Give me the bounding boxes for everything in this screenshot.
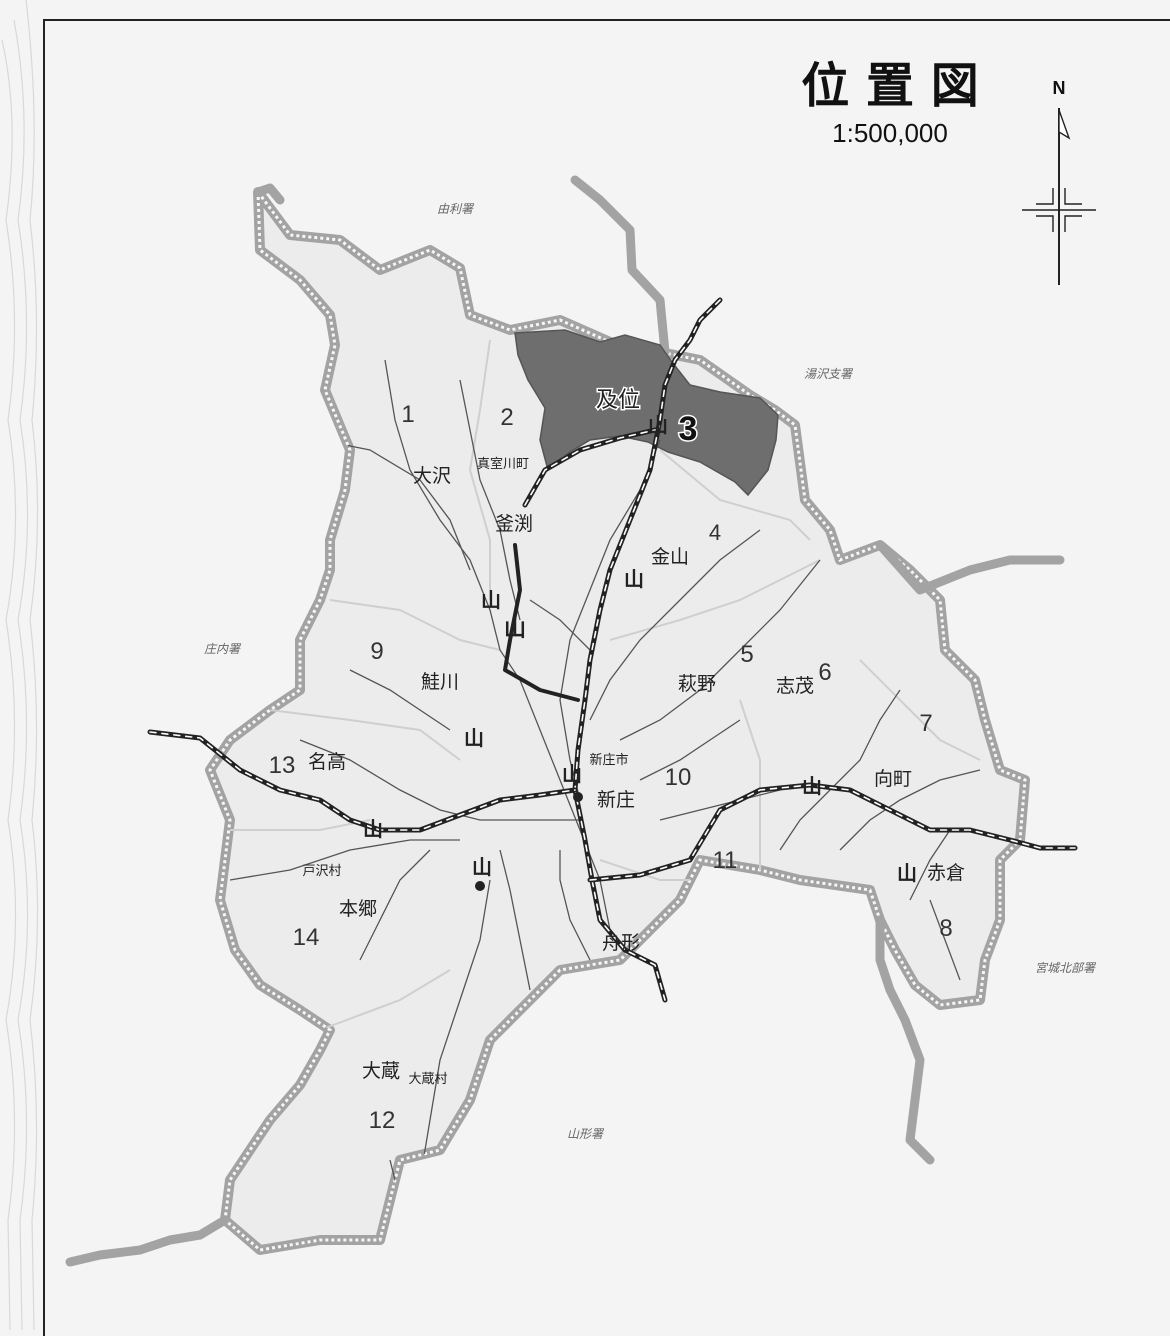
district-6: 6 (818, 659, 831, 686)
district-8: 8 (939, 915, 952, 942)
place-sakegawa: 鮭川 (421, 671, 459, 693)
office-symbol-icon: 山 (464, 726, 484, 750)
office-symbol-icon: 山 (897, 861, 917, 885)
district-13: 13 (269, 752, 296, 779)
district-9: 9 (370, 638, 383, 665)
office-symbol-icon: 山 (472, 855, 492, 879)
map-scale: 1:500,000 (832, 118, 948, 148)
office-yuri: 由利署 (437, 202, 475, 216)
district-1: 1 (401, 401, 414, 428)
office-symbol-icon: 山 (802, 774, 822, 798)
district-7: 7 (919, 710, 932, 737)
district-4: 4 (709, 520, 721, 545)
place-oizumi: 及位 (596, 388, 640, 413)
neighbor-borders (65, 175, 1065, 1267)
contour-texture (1, 0, 39, 1331)
office-symbols: 山 山 山 山 山 山 山 山 山 山 (363, 413, 917, 885)
district-numbers: 1 2 3 4 5 6 7 8 9 10 11 12 13 14 (269, 401, 953, 1134)
place-osawa: 大沢 (413, 465, 451, 487)
city-dots (475, 792, 583, 891)
place-names: 及位 真室川町 大沢 釜渕 金山 鮭川 萩野 志茂 新庄市 新庄 向町 名高 戸… (302, 387, 965, 1088)
office-symbol-icon: 山 (624, 567, 644, 591)
north-label: N (1053, 78, 1066, 98)
map-title: 位 置 図 (801, 58, 978, 114)
district-12: 12 (369, 1107, 396, 1134)
tozawa-dot (475, 881, 485, 891)
shinjo-dot (573, 792, 583, 802)
office-shonai: 庄内署 (204, 642, 242, 656)
district-11: 11 (713, 847, 738, 874)
place-hongo: 本郷 (339, 898, 377, 920)
place-shinjo-city: 新庄市 (589, 752, 628, 768)
office-symbol-icon: 山 (363, 817, 383, 841)
place-shigemo: 志茂 (776, 675, 814, 697)
office-symbol-icon: 山 (562, 762, 582, 786)
railways (147, 297, 1078, 1003)
place-funagata: 舟形 (602, 932, 640, 954)
place-okura-village: 大蔵村 (408, 1072, 447, 1087)
district-3: 3 (679, 410, 698, 448)
office-symbol-icon: 山 (481, 588, 501, 612)
office-miyagi: 宮城北部署 (1035, 961, 1097, 975)
place-mamurogawa: 真室川町 (477, 456, 529, 472)
district-14: 14 (293, 924, 320, 951)
place-nadaka: 名高 (308, 751, 346, 773)
place-akakura: 赤倉 (927, 862, 965, 884)
neighbor-office-labels: 由利署 湯沢支署 庄内署 宮城北部署 山形署 (204, 202, 1097, 1141)
district-5: 5 (740, 641, 753, 668)
place-hagino: 萩野 (678, 673, 716, 695)
place-shinjo: 新庄 (597, 789, 635, 811)
office-yamagata: 山形署 (567, 1127, 605, 1141)
place-kamafuchi: 釜渕 (495, 513, 533, 535)
district-2: 2 (500, 404, 513, 431)
north-arrow-icon: N (1022, 78, 1096, 285)
place-mukaimachi: 向町 (874, 768, 912, 790)
place-okura: 大蔵 (362, 1060, 400, 1082)
district-10: 10 (665, 764, 692, 791)
rivers (229, 359, 981, 1250)
office-symbol-icon: 山 (648, 413, 668, 437)
map-frame (43, 19, 1170, 1336)
district-3-area (514, 329, 779, 497)
office-symbol-icon: 山 (504, 617, 526, 642)
place-tozawa: 戸沢村 (302, 864, 341, 879)
place-kaneyama: 金山 (651, 546, 689, 568)
office-yuzawa: 湯沢支署 (804, 367, 854, 381)
